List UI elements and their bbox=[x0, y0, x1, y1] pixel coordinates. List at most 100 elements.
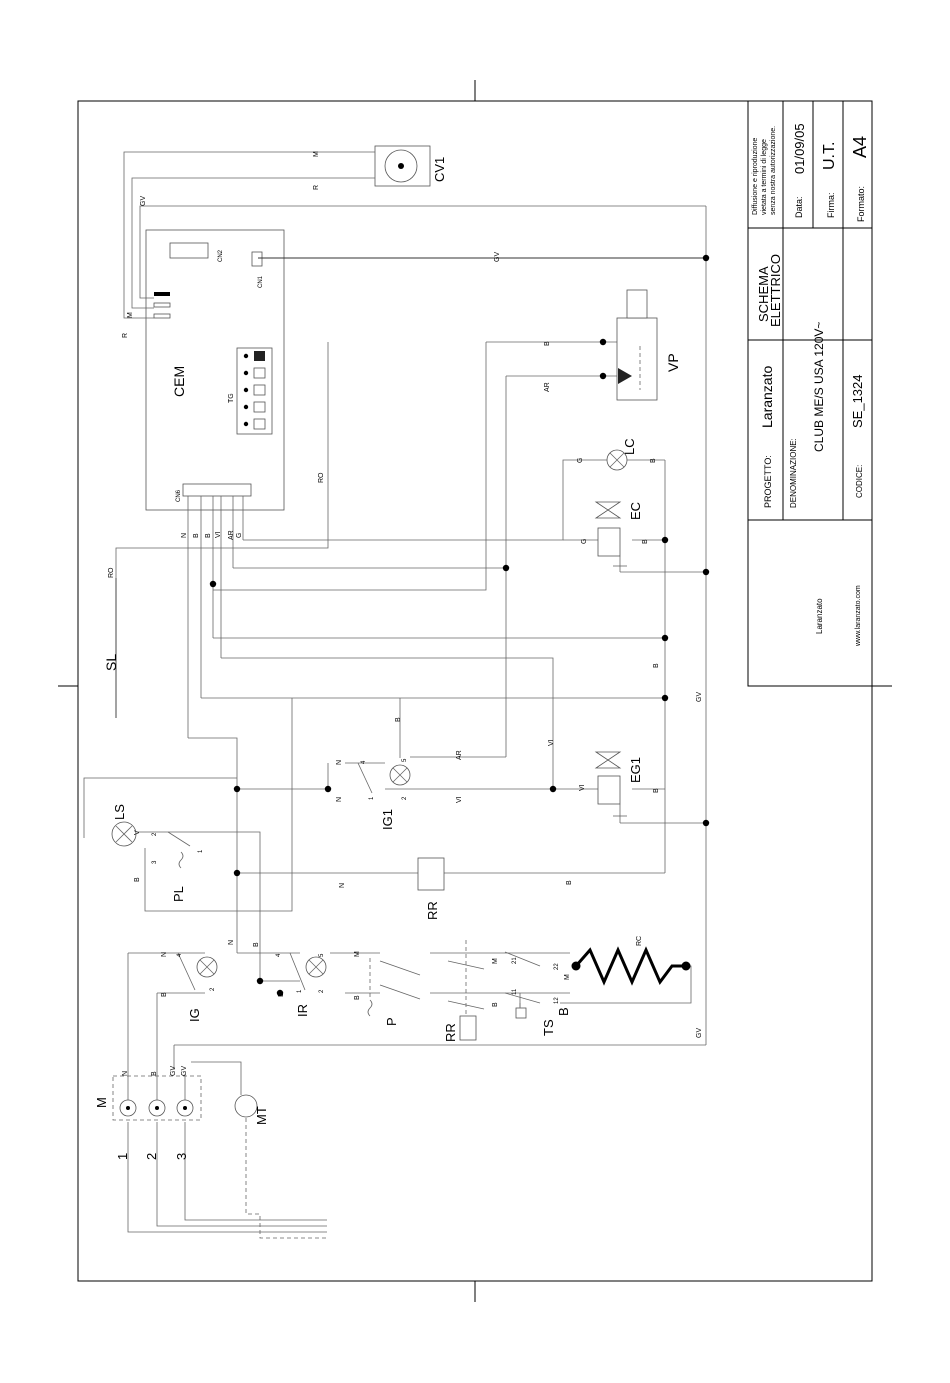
wire-label-n: N bbox=[336, 797, 343, 802]
pin-label: 21 bbox=[512, 957, 518, 964]
wire-label-vi: VI bbox=[456, 796, 463, 803]
wire-label-g: G bbox=[236, 533, 243, 538]
cn6-label: CN6 bbox=[176, 489, 182, 502]
wire-label-b: B bbox=[134, 877, 141, 882]
cn1-connector bbox=[251, 251, 263, 267]
wire-label-gv: GV bbox=[140, 196, 147, 206]
wire-label-b: B bbox=[354, 995, 361, 1000]
m-motor-box bbox=[112, 1075, 202, 1121]
ts-bulb bbox=[515, 1007, 527, 1019]
sl-label: SL bbox=[103, 654, 119, 671]
pin-label: 1 bbox=[198, 849, 204, 853]
rr-relay-coil bbox=[417, 857, 445, 891]
pin-label: 5 bbox=[402, 758, 408, 762]
cem-pin-1 bbox=[153, 302, 171, 308]
cn2-label: CN2 bbox=[218, 249, 224, 262]
wire-label-r: R bbox=[313, 185, 320, 190]
cn1-label: CN1 bbox=[258, 275, 264, 288]
vp-body bbox=[616, 317, 658, 401]
wire-label-gv: GV bbox=[696, 692, 703, 702]
formato-value: A4 bbox=[850, 136, 870, 158]
wire-label-r: R bbox=[122, 333, 129, 338]
wire-label-ro: RO bbox=[318, 472, 325, 483]
progetto-label: PROGETTO: bbox=[763, 455, 773, 508]
wire-label-b: B bbox=[492, 1002, 499, 1007]
wire-label-g: G bbox=[581, 539, 588, 544]
cem-label: CEM bbox=[171, 366, 187, 397]
progetto-value: Laranzato bbox=[759, 366, 775, 428]
wire-label-v: V bbox=[134, 830, 141, 835]
wire-label-gv: GV bbox=[696, 1028, 703, 1038]
terminal-2-label: 2 bbox=[144, 1153, 159, 1160]
wire-label-m: M bbox=[492, 958, 499, 964]
firma-value: U.T. bbox=[821, 142, 838, 170]
data-label: Data: bbox=[794, 196, 804, 218]
tg-terminals bbox=[243, 351, 266, 430]
wire-label-gv: GV bbox=[494, 252, 501, 262]
copyright-line-1: Diffusione e riproduzione bbox=[752, 138, 759, 215]
eg1-label: EG1 bbox=[628, 757, 643, 783]
wire-label-b: B bbox=[161, 992, 168, 997]
wire-label-n: N bbox=[181, 533, 188, 538]
schema-line-2: ELETTRICO bbox=[768, 254, 783, 327]
wire-label-m: M bbox=[313, 151, 320, 157]
wire-label-b: B bbox=[653, 788, 660, 793]
vp-head bbox=[626, 289, 648, 319]
pl-label: PL bbox=[171, 886, 186, 902]
ig-label: IG bbox=[187, 1008, 202, 1022]
rr-label: RR bbox=[425, 901, 440, 920]
pin-label: 1 bbox=[369, 796, 375, 800]
company-name: Laranzato bbox=[815, 598, 824, 634]
wire-label-m: M bbox=[564, 974, 571, 980]
ls-label: LS bbox=[112, 804, 127, 820]
rr2-label: RR bbox=[443, 1023, 458, 1042]
pin-label: 2 bbox=[152, 832, 158, 836]
wire-label-n: N bbox=[122, 1071, 129, 1076]
tg-label: TG bbox=[228, 393, 235, 403]
copyright-line-3: senza nostra autorizzazione. bbox=[770, 126, 777, 215]
data-value: 01/09/05 bbox=[792, 123, 807, 174]
vp-label: VP bbox=[665, 353, 681, 372]
cem-jumper bbox=[154, 292, 170, 296]
wire-label-b: B bbox=[193, 533, 200, 538]
codice-label: CODICE: bbox=[855, 465, 864, 498]
vp-diode-icon bbox=[618, 368, 632, 384]
wire-label-g: G bbox=[577, 458, 584, 463]
wire-label-n: N bbox=[336, 760, 343, 765]
mt-label: MT bbox=[254, 1106, 269, 1125]
pin-label: 1 bbox=[297, 989, 303, 993]
p-label: P bbox=[384, 1017, 399, 1026]
wire-label-m: M bbox=[127, 312, 134, 318]
wire-label-gv: GV bbox=[181, 1066, 188, 1076]
wire-label-b: B bbox=[650, 458, 657, 463]
wire-label-b: B bbox=[151, 1071, 158, 1076]
wire-label-n: N bbox=[161, 952, 168, 957]
pin-label: 2 bbox=[319, 989, 325, 993]
wire-label-b: B bbox=[653, 663, 660, 668]
junctions bbox=[209, 254, 710, 997]
rr2-relay-coil bbox=[459, 1015, 477, 1041]
pin-label: 12 bbox=[554, 997, 560, 1004]
m-label: M bbox=[94, 1097, 109, 1108]
wire-label-gv: GV bbox=[170, 1066, 177, 1076]
p-spring-icon bbox=[367, 999, 373, 1017]
eg1-coil bbox=[597, 775, 621, 805]
schema-line-1: SCHEMA bbox=[756, 266, 771, 322]
rc-label: RC bbox=[636, 936, 643, 946]
wire-label-b: B bbox=[566, 880, 573, 885]
wire-label-vi: VI bbox=[215, 531, 222, 538]
wire-label-m: M bbox=[354, 951, 361, 957]
cem-pin-2 bbox=[153, 313, 171, 319]
terminal-3-label: 3 bbox=[174, 1153, 189, 1160]
pin-label: 2 bbox=[402, 796, 408, 800]
wire-label-b: B bbox=[395, 717, 402, 722]
pl-spring-icon bbox=[178, 851, 184, 869]
ig1-label: IG1 bbox=[380, 809, 395, 830]
pin-label: 2 bbox=[210, 987, 216, 991]
cv1-label: CV1 bbox=[432, 157, 447, 182]
pin-label: 4 bbox=[276, 953, 282, 957]
wire-label-ar: AR bbox=[456, 750, 463, 760]
cn6-connector bbox=[182, 483, 252, 497]
wire-label-b: B bbox=[544, 341, 551, 346]
